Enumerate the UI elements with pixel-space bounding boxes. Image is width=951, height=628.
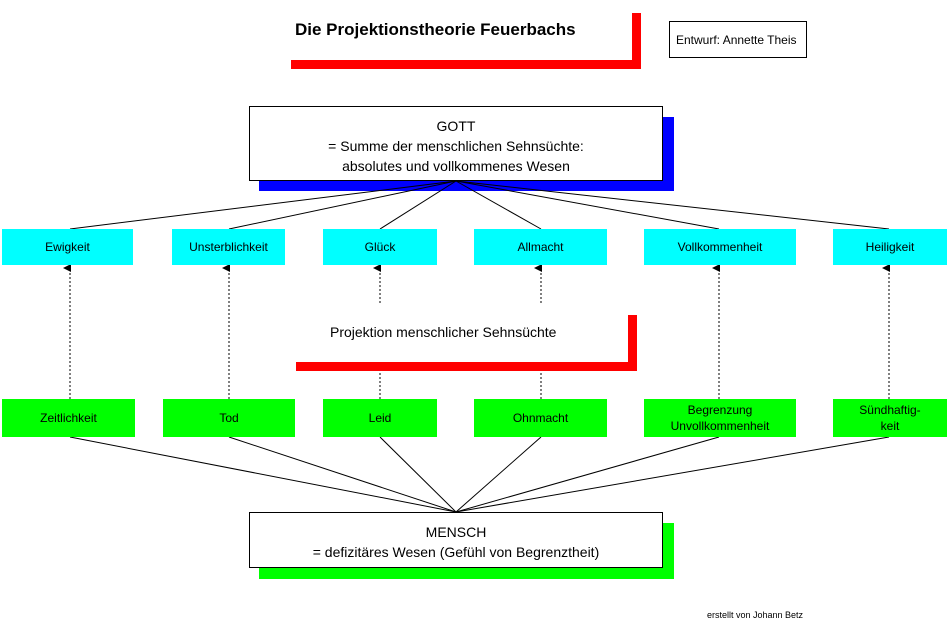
projection-accent-bar xyxy=(296,362,637,371)
attribute-box-heiligkeit: Heiligkeit xyxy=(833,229,947,265)
projection-accent-post xyxy=(628,315,637,371)
attribute-label: Ewigkeit xyxy=(45,240,90,254)
god-description: absolutes und vollkommenes Wesen xyxy=(342,158,570,174)
deficit-label: Sündhaftig- xyxy=(859,403,921,417)
god-connector-lines xyxy=(69,180,890,230)
man-heading: MENSCH xyxy=(425,524,487,540)
man-connector-lines xyxy=(69,436,890,513)
attribute-box-ewigkeit: Ewigkeit xyxy=(2,229,133,265)
attribute-box-unsterblichkeit: Unsterblichkeit xyxy=(172,229,285,265)
deficit-box-leid: Leid xyxy=(323,399,437,437)
deficit-label-line2: keit xyxy=(880,419,900,433)
deficit-label: Zeitlichkeit xyxy=(40,411,97,425)
deficit-label: Leid xyxy=(368,411,392,425)
author-label: Entwurf: Annette Theis xyxy=(676,32,797,47)
deficit-label: Tod xyxy=(219,411,239,425)
deficit-box-zeitlichkeit: Zeitlichkeit xyxy=(2,399,135,437)
deficit-box-begrenzung: Begrenzung Unvollkommenheit xyxy=(644,399,796,437)
deficit-label: Ohnmacht xyxy=(512,411,569,425)
deficit-label-line2: Unvollkommenheit xyxy=(670,419,770,433)
attribute-box-vollkommenheit: Vollkommenheit xyxy=(644,229,796,265)
attribute-label: Glück xyxy=(364,240,396,254)
deficit-box-suendhaftigkeit: Sündhaftig- keit xyxy=(833,399,947,437)
projection-arrows xyxy=(63,264,890,399)
projection-label: Projektion menschlicher Sehnsüchte xyxy=(330,324,557,340)
credit-note: erstellt von Johann Betz xyxy=(707,610,804,620)
deficit-box-ohnmacht: Ohnmacht xyxy=(474,399,607,437)
attribute-label: Heiligkeit xyxy=(865,240,915,254)
god-box: GOTT = Summe der menschlichen Sehnsüchte… xyxy=(249,106,663,181)
author-box: Entwurf: Annette Theis xyxy=(669,21,807,58)
man-box: MENSCH = defizitäres Wesen (Gefühl von B… xyxy=(249,512,663,568)
god-definition: = Summe der menschlichen Sehnsüchte: xyxy=(328,138,584,154)
attribute-label: Vollkommenheit xyxy=(677,240,763,254)
attribute-box-allmacht: Allmacht xyxy=(474,229,607,265)
man-definition: = defizitäres Wesen (Gefühl von Begrenzt… xyxy=(312,544,600,560)
attribute-box-glueck: Glück xyxy=(323,229,437,265)
title-accent-bar xyxy=(291,60,641,69)
page-title: Die Projektionstheorie Feuerbachs xyxy=(295,20,576,39)
attribute-label: Allmacht xyxy=(517,240,564,254)
attribute-label: Unsterblichkeit xyxy=(189,240,268,254)
deficit-label: Begrenzung xyxy=(687,403,753,417)
god-heading: GOTT xyxy=(436,118,476,134)
title-accent-post xyxy=(632,13,641,69)
deficit-box-tod: Tod xyxy=(163,399,295,437)
